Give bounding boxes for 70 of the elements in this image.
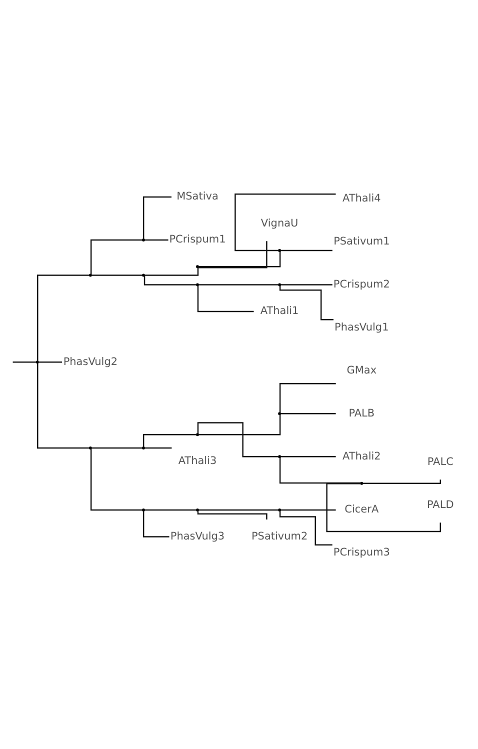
node-point: [142, 446, 145, 450]
node-text: PALD: [427, 498, 454, 510]
node-text: AThali4: [342, 192, 381, 204]
connector: [279, 382, 336, 412]
connector: [198, 240, 268, 268]
connector: [144, 508, 196, 510]
node-text: AThali2: [342, 450, 381, 462]
node-point: [142, 238, 145, 241]
node-text: PhasVulg2: [63, 355, 118, 368]
connector: [92, 446, 142, 448]
node-text: PALC: [427, 456, 454, 468]
connector: [142, 434, 196, 446]
node-text: MSativa: [176, 190, 218, 202]
connector: [280, 412, 336, 414]
connector: [90, 448, 142, 510]
connector: [144, 274, 196, 285]
node-text: AThali3: [178, 454, 217, 467]
node-point: [142, 508, 145, 512]
connector: [280, 284, 332, 285]
connector: [144, 446, 172, 448]
connector: [279, 457, 360, 484]
connector: [142, 196, 172, 238]
node-point: [88, 273, 92, 276]
connector: [197, 422, 278, 457]
connector: [38, 361, 62, 362]
node-point: [360, 481, 364, 484]
node-point: [196, 264, 199, 268]
connector: [142, 510, 170, 537]
connector: [280, 508, 336, 510]
node-text: PhasVulg3: [170, 530, 225, 542]
connector: [144, 268, 199, 276]
node-point: [278, 454, 282, 458]
node-point: [196, 432, 199, 436]
connector: [198, 284, 278, 285]
connector: [92, 274, 142, 276]
connector: [198, 251, 281, 267]
node-point: [36, 360, 39, 364]
node-text: PSativum2: [251, 530, 308, 542]
node-text: PSativum1: [334, 235, 390, 248]
node-point: [88, 446, 92, 450]
connector: [279, 510, 332, 545]
node-point: [278, 282, 282, 286]
connector: [197, 510, 268, 519]
node-text: VignaU: [260, 216, 298, 229]
node-point: [196, 282, 199, 286]
node-text: PCrispum1: [169, 233, 226, 246]
connector: [198, 508, 278, 510]
node-point: [142, 273, 145, 276]
node-point: [196, 508, 199, 512]
connector: [362, 479, 442, 484]
node-text: CicerA: [344, 503, 379, 516]
connector: [37, 362, 90, 448]
node-point: [278, 248, 282, 252]
node-point: [278, 412, 282, 415]
node-text: PhasVulg1: [334, 320, 389, 333]
node-text: PCrispum2: [333, 278, 390, 290]
node-text: PCrispum3: [333, 546, 390, 558]
connector: [197, 285, 254, 312]
node-text: PALB: [348, 406, 375, 419]
connector: [280, 249, 332, 251]
connector: [234, 193, 336, 251]
connector: [280, 455, 336, 457]
node-text: GMax: [346, 364, 377, 376]
node-text: AThali1: [260, 304, 299, 317]
node-point: [278, 508, 282, 512]
connector: [198, 414, 281, 435]
connector: [37, 274, 90, 360]
connector: [12, 361, 36, 362]
connector: [144, 238, 168, 240]
connector: [90, 238, 142, 274]
